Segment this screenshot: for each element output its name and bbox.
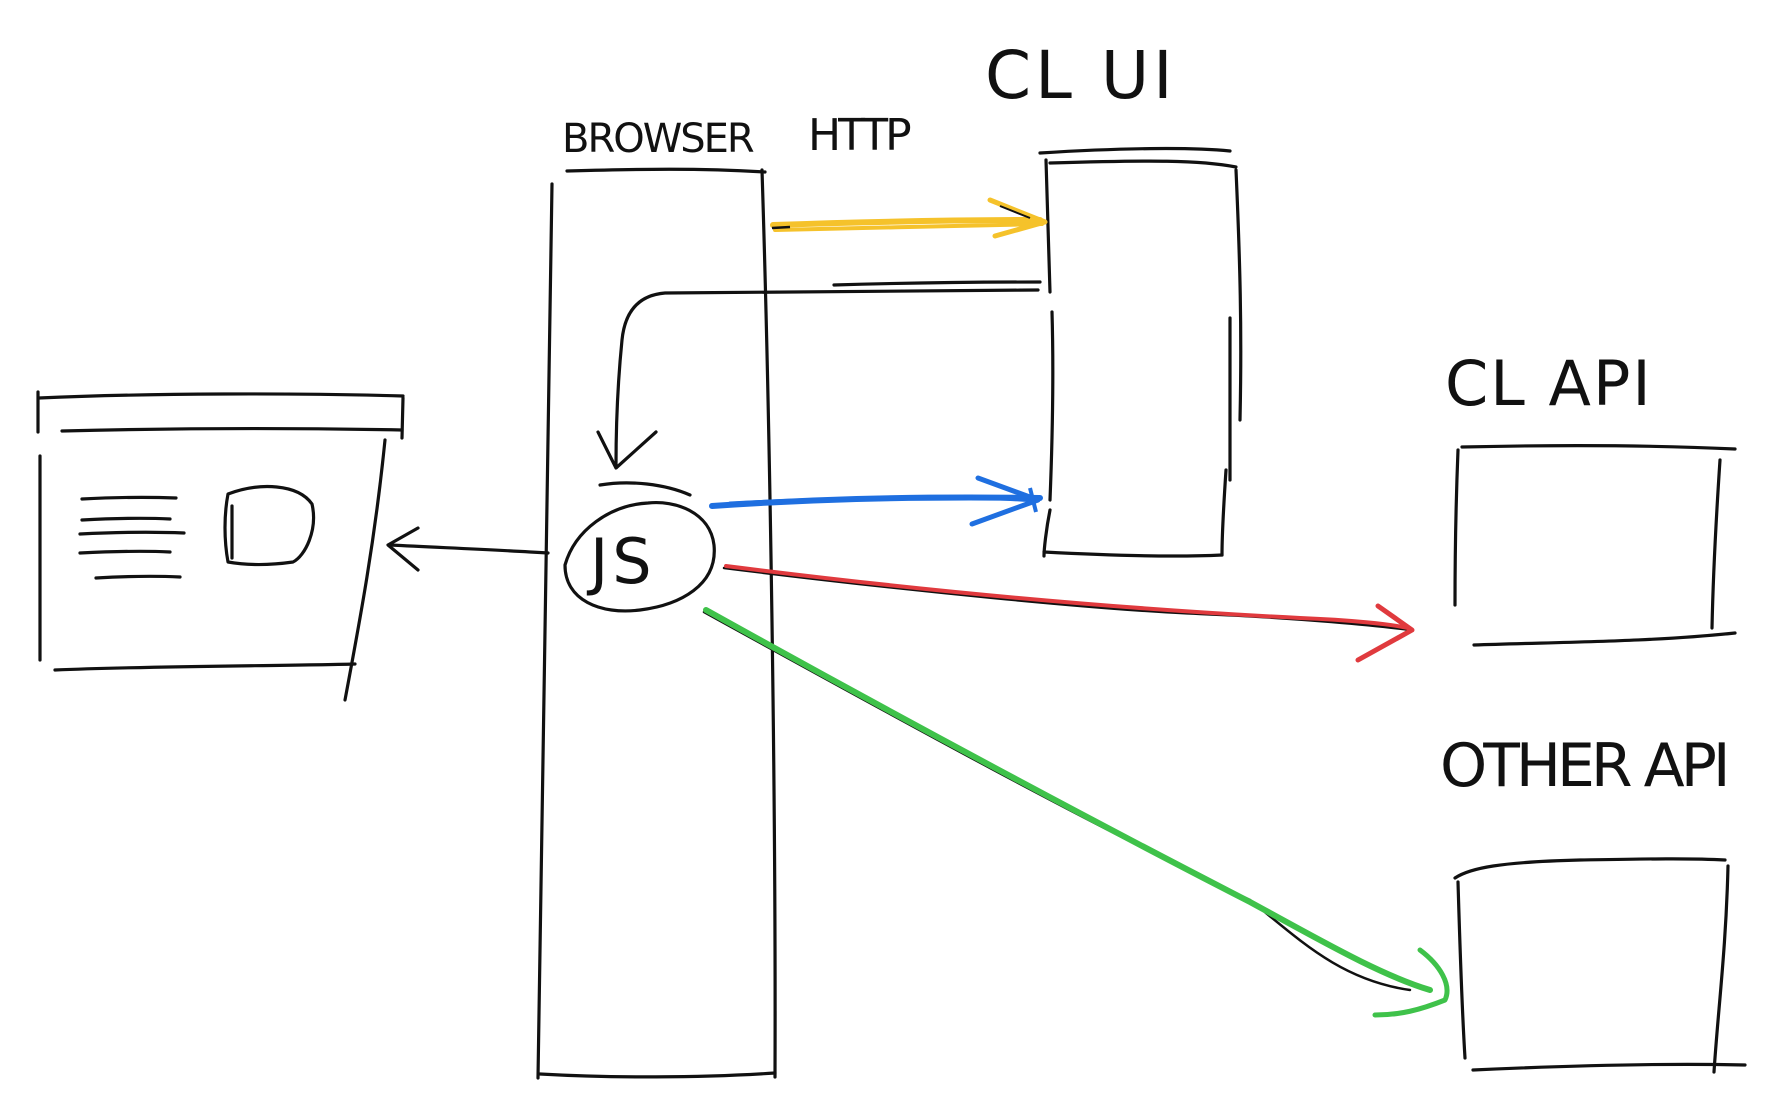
js-to-cl-api-arrow (722, 564, 1415, 663)
js-to-other-api-arrow (702, 607, 1450, 1018)
cl-ui-box (1038, 146, 1243, 558)
browser-label: BROWSER (562, 116, 754, 162)
cl-api-box (1453, 444, 1737, 647)
cl-api-label: CL API (1445, 347, 1653, 420)
cl-ui-label: CL UI (985, 37, 1177, 114)
http-label: HTTP (808, 110, 911, 161)
text-lines-icon (78, 495, 186, 580)
other-api-box (1453, 857, 1747, 1074)
browser-box (536, 167, 777, 1080)
js-render-arrow (386, 526, 550, 572)
js-to-cl-ui-arrow (709, 475, 1043, 527)
image-placeholder-icon (223, 484, 316, 567)
cl-ui-response-arrow (596, 280, 1042, 470)
rendered-page-window (36, 390, 405, 702)
js-label: JS (586, 525, 656, 598)
http-request-arrow (770, 197, 1048, 239)
js-node: JS (563, 481, 716, 613)
other-api-label: OTHER API (1440, 731, 1727, 801)
